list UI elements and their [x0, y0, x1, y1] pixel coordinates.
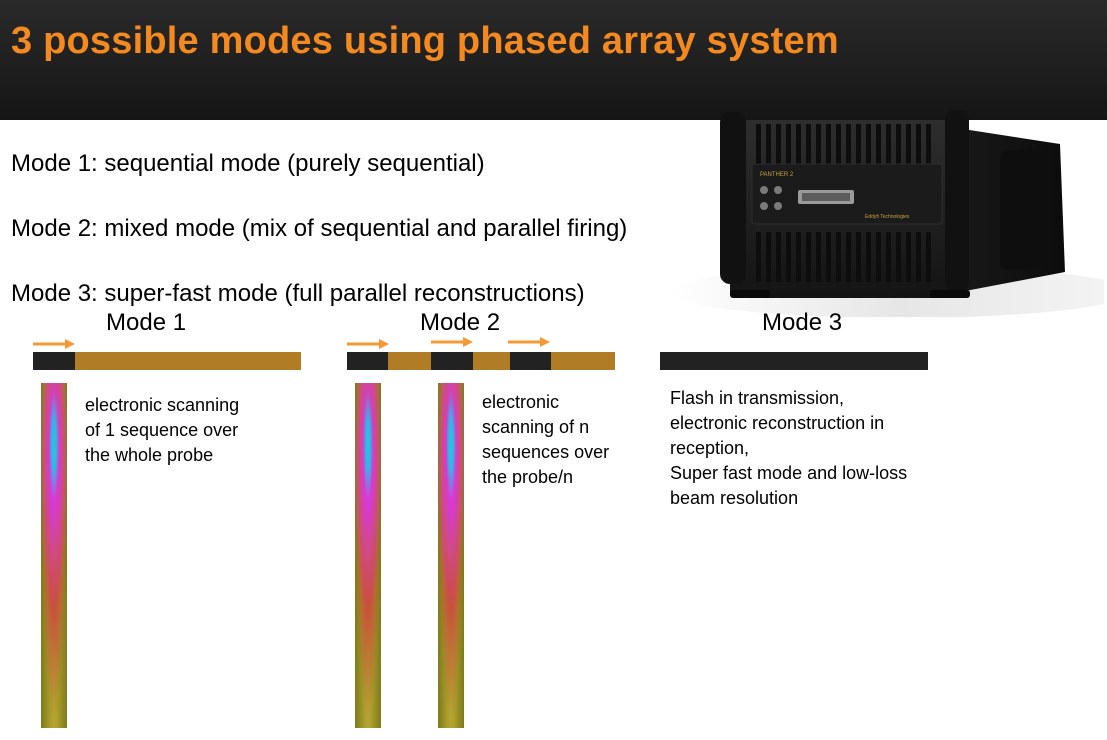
description-line: reception, — [670, 438, 750, 458]
scan-arrow-icon — [431, 337, 473, 347]
active-segment — [347, 352, 388, 370]
mode-2-beam-image-2 — [438, 383, 464, 728]
probe-bar-gold — [33, 352, 301, 370]
scan-arrow-icon — [33, 339, 75, 349]
mode-3-probe-bar — [660, 352, 928, 370]
mode-3-description: Flash in transmission, electronic recons… — [670, 386, 907, 511]
page-title: 3 possible modes using phased array syst… — [11, 20, 839, 62]
mode-2-beam-image-1 — [355, 383, 381, 728]
mode-3-label: Mode 3 — [762, 309, 843, 336]
device-maker-label: Eddyfi Technologies — [865, 214, 910, 220]
mode-3-line: Mode 3: super-fast mode (full parallel r… — [11, 280, 585, 307]
active-segment — [33, 352, 75, 370]
scan-arrow-icon — [347, 339, 389, 349]
device-brand-label: PANTHER 2 — [760, 172, 794, 178]
description-line: the probe/n — [482, 467, 574, 487]
description-line: the whole probe — [85, 445, 214, 465]
mode-1-label: Mode 1 — [106, 309, 187, 336]
mode-1-beam-image — [41, 383, 67, 728]
active-segment — [431, 352, 473, 370]
description-line: electronic scanning — [85, 395, 240, 415]
mode-2-label: Mode 2 — [420, 309, 501, 336]
mode-1-line: Mode 1: sequential mode (purely sequenti… — [11, 150, 485, 177]
phased-array-device-image: PANTHER 2 Eddyfi Technologies — [670, 110, 1104, 317]
mode-2-description: electronic scanning of n sequences over … — [482, 390, 609, 490]
description-line: electronic reconstruction in — [670, 413, 885, 433]
description-line: sequences over — [482, 442, 610, 462]
description-line: scanning of n — [482, 417, 590, 437]
scan-arrow-icon — [508, 337, 550, 347]
description-line: Flash in transmission, — [670, 388, 845, 408]
description-line: beam resolution — [670, 488, 799, 508]
active-segment — [510, 352, 551, 370]
title-banner: 3 possible modes using phased array syst… — [0, 0, 1107, 120]
mode-1-description: electronic scanning of 1 sequence over t… — [85, 393, 239, 468]
description-line: electronic — [482, 392, 560, 412]
description-line: Super fast mode and low-loss — [670, 463, 908, 483]
description-line: of 1 sequence over — [85, 420, 239, 440]
mode-2-line: Mode 2: mixed mode (mix of sequential an… — [11, 215, 628, 242]
